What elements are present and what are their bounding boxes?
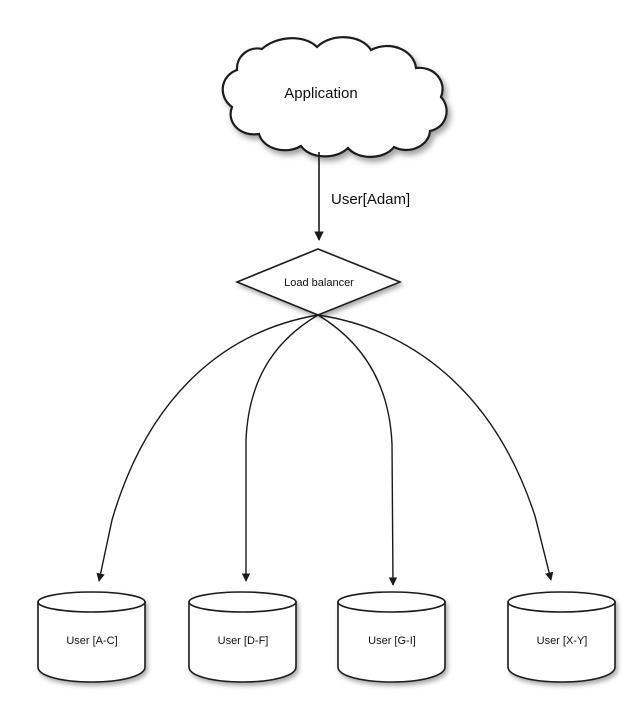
node-database-0[interactable]: User [A-C] [37,591,146,683]
edge-curve [96,314,319,582]
database-icon [337,591,446,683]
edge-load-balancer-to-db-1 [241,314,319,582]
database-icon [37,591,146,683]
node-database-2[interactable]: User [G-I] [337,591,446,683]
database-label: User [D-F] [218,635,269,647]
database-icon [507,591,616,683]
database-label: User [G-I] [368,635,416,647]
edge-label-user-adam: User[Adam] [331,191,410,208]
database-label: User [A-C] [66,635,117,647]
cloud-icon [221,36,448,158]
node-load-balancer[interactable]: Load balancer [234,248,403,316]
edge-curve [317,314,398,586]
application-label: Application [284,85,357,102]
database-icon [188,591,297,683]
edge-load-balancer-to-db-3 [317,314,554,581]
edge-load-balancer-to-db-0 [96,314,319,582]
load-balancer-label: Load balancer [284,277,354,289]
database-label: User [X-Y] [537,635,588,647]
node-database-3[interactable]: User [X-Y] [507,591,616,683]
node-application[interactable]: Application [221,36,448,158]
edge-load-balancer-to-db-2 [317,314,398,586]
edge-application-to-load-balancer: User[Adam] [314,152,410,241]
edge-curve [317,314,554,581]
node-database-1[interactable]: User [D-F] [188,591,297,683]
edge-curve [241,314,319,582]
